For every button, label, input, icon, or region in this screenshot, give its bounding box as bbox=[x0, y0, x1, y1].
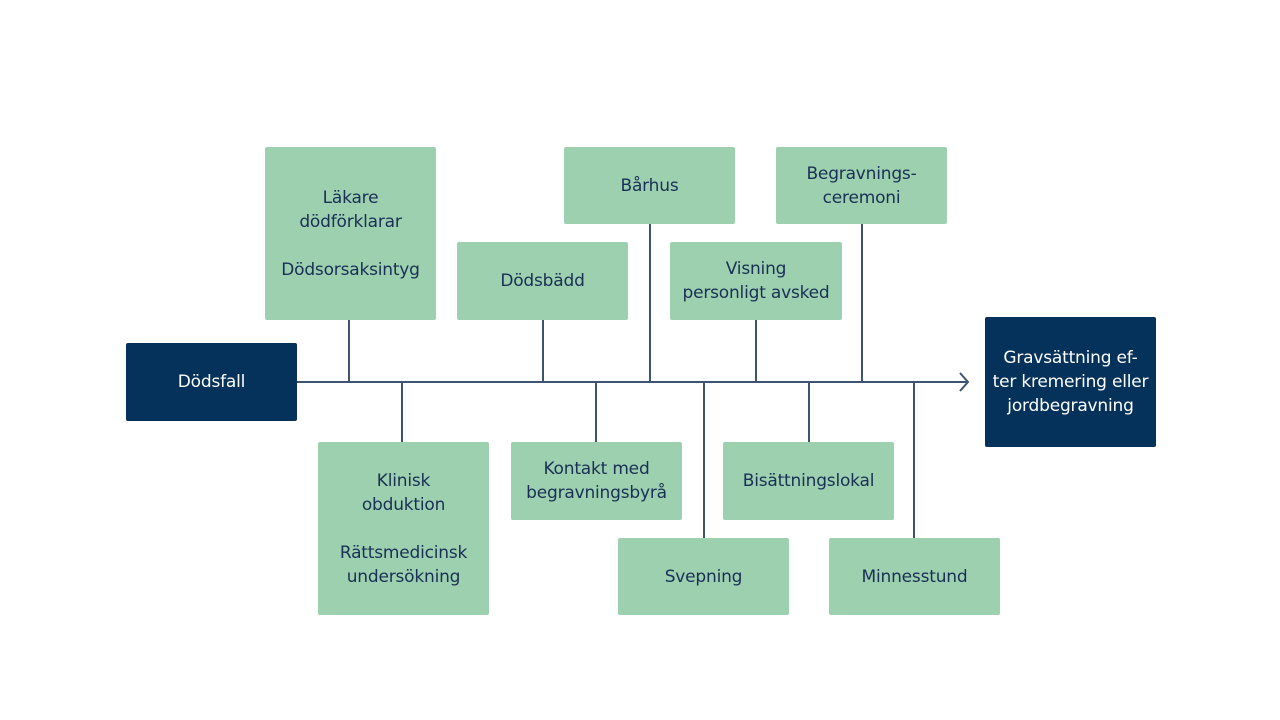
step-label: Begravnings- bbox=[806, 163, 917, 184]
end-node-line: jordbegravning bbox=[1007, 396, 1134, 416]
step-label: Bisättningslokal bbox=[742, 471, 875, 491]
step-label: undersökning bbox=[346, 566, 461, 587]
step-box-kontakt: Kontakt med begravningsbyrå bbox=[511, 442, 682, 520]
end-node-line: Gravsättning ef- bbox=[1003, 348, 1138, 368]
step-box-minnesstund: Minnesstund bbox=[829, 538, 1000, 615]
step-label: personligt avsked bbox=[682, 283, 830, 303]
arrow-head-icon bbox=[959, 372, 970, 392]
step-label: Klinisk bbox=[376, 470, 431, 491]
step-label: begravningsbyrå bbox=[526, 483, 667, 503]
end-node-line: ter kremering eller bbox=[992, 372, 1149, 392]
step-label: Dödsorsaksintyg bbox=[281, 259, 420, 280]
step-box-svepning: Svepning bbox=[618, 538, 789, 615]
step-label: obduktion bbox=[361, 494, 446, 515]
step-label: Kontakt med bbox=[543, 459, 650, 479]
step-label: Läkare bbox=[322, 187, 379, 208]
step-label: Bårhus bbox=[620, 175, 679, 196]
start-node-label: Dödsfall bbox=[177, 372, 246, 392]
start-node-dodsfall: Dödsfall bbox=[126, 343, 297, 421]
step-box-lakare: Läkare dödförklarar Dödsorsaksintyg bbox=[265, 147, 436, 320]
step-label: Svepning bbox=[664, 566, 743, 587]
step-box-barhus: Bårhus bbox=[564, 147, 735, 224]
end-node-gravsattning: Gravsättning ef- ter kremering eller jor… bbox=[985, 317, 1156, 447]
step-box-ceremoni: Begravnings- ceremoni bbox=[776, 147, 947, 224]
step-label: dödförklarar bbox=[299, 211, 402, 232]
step-label: ceremoni bbox=[822, 187, 901, 208]
step-label: Visning bbox=[725, 259, 787, 279]
step-box-bisattning: Bisättningslokal bbox=[723, 442, 894, 520]
step-label: Rättsmedicinsk bbox=[339, 542, 468, 563]
step-box-visning: Visning personligt avsked bbox=[670, 242, 842, 320]
step-box-klinisk: Klinisk obduktion Rättsmedicinsk undersö… bbox=[318, 442, 489, 615]
step-label: Dödsbädd bbox=[500, 271, 585, 291]
step-box-dodsbadd: Dödsbädd bbox=[457, 242, 628, 320]
step-label: Minnesstund bbox=[861, 566, 968, 587]
